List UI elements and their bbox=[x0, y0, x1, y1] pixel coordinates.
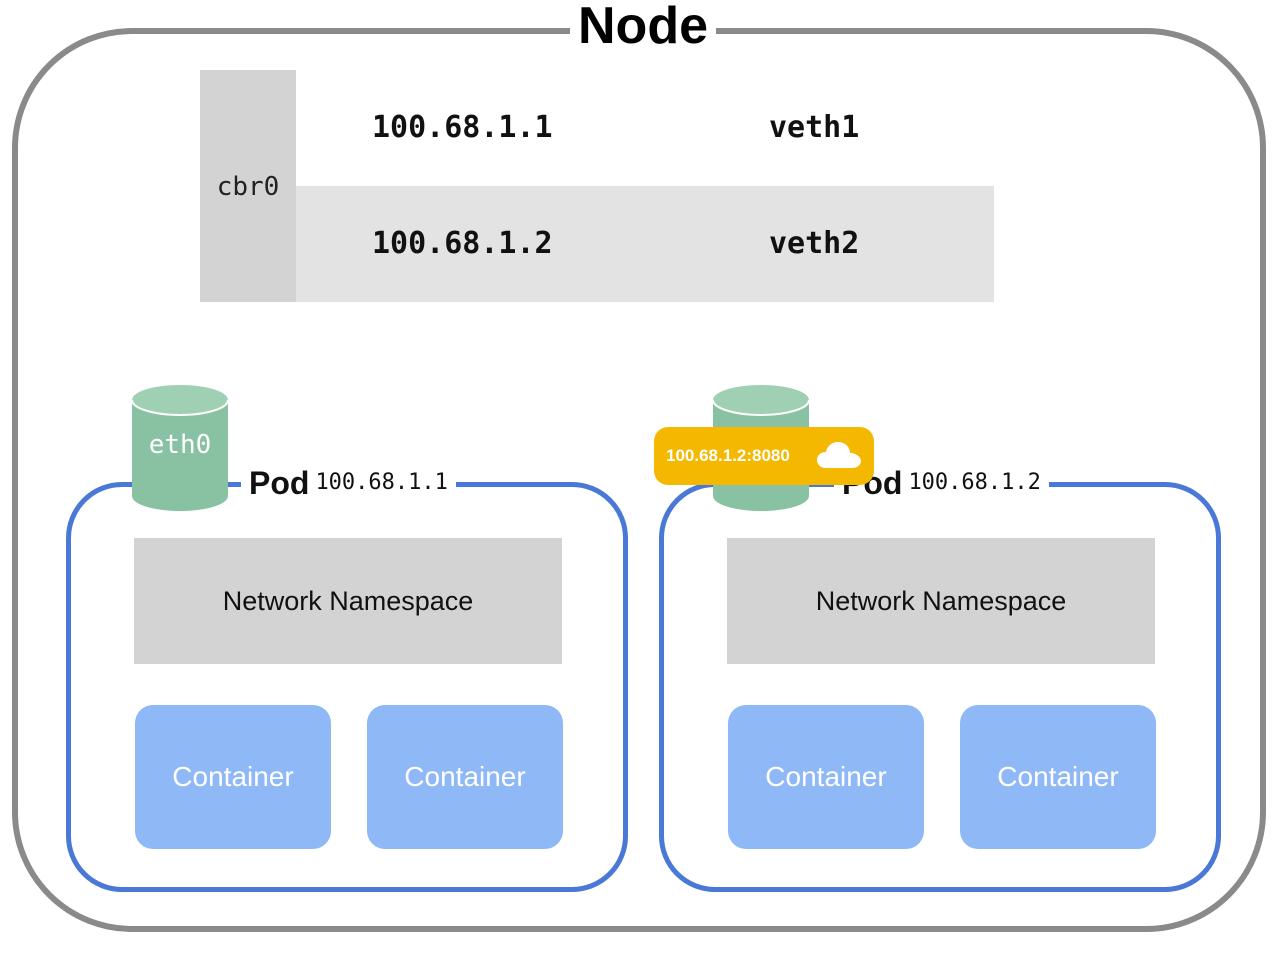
node-title: Node bbox=[570, 0, 716, 54]
packet-label: 100.68.1.2:8080 bbox=[666, 446, 790, 465]
route-ip: 100.68.1.2 bbox=[372, 226, 553, 261]
network-namespace: Network Namespace bbox=[727, 538, 1155, 664]
pod-ip: 100.68.1.2 bbox=[908, 470, 1041, 495]
interface-label: eth0 bbox=[148, 430, 212, 460]
route-ip: 100.68.1.1 bbox=[372, 110, 553, 145]
eth0-interface: eth0 bbox=[131, 384, 229, 512]
container: Container bbox=[135, 705, 331, 849]
pod-ip: 100.68.1.1 bbox=[315, 470, 448, 495]
container: Container bbox=[728, 705, 924, 849]
network-namespace: Network Namespace bbox=[134, 538, 562, 664]
bridge-label: cbr0 bbox=[216, 172, 280, 202]
route-row: 100.68.1.2 veth2 bbox=[296, 186, 994, 302]
bridge-cbr0 bbox=[200, 70, 296, 302]
cylinder-icon bbox=[131, 385, 229, 511]
route-interface: veth2 bbox=[769, 226, 860, 261]
container: Container bbox=[367, 705, 563, 849]
route-interface: veth1 bbox=[769, 110, 860, 145]
packet-badge: 100.68.1.2:8080 bbox=[654, 427, 874, 485]
container: Container bbox=[960, 705, 1156, 849]
route-row: 100.68.1.1 veth1 bbox=[296, 70, 994, 186]
cloud-icon bbox=[817, 442, 861, 468]
pod-word: Pod bbox=[249, 465, 310, 501]
